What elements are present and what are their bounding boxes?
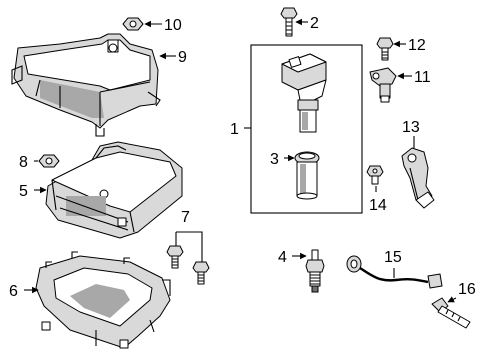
callout-3: 3 [270,151,279,168]
ignition-coil [281,53,327,133]
ecm-module-part-5 [45,141,183,239]
ignition-coil-group-box [250,44,363,214]
sensor-part-13 [401,147,435,209]
callout-10: 10 [164,17,182,34]
callout-12: 12 [408,37,426,54]
callout-9: 9 [178,49,187,66]
nut-part-8 [38,154,60,168]
callout-1: 1 [230,121,239,138]
tray-part-6 [35,251,171,349]
bolt-part-16 [431,297,471,329]
bolt-part-14 [366,165,384,185]
sensor-part-11 [369,67,397,103]
callout-6: 6 [9,283,18,300]
callout-13: 13 [402,119,420,136]
callout-14: 14 [369,197,387,214]
leader-7 [175,231,203,262]
callout-2: 2 [310,15,319,32]
bolt-part-2 [280,7,298,37]
callout-16: 16 [458,281,476,298]
nut-part-10 [122,17,144,31]
callout-8: 8 [19,154,28,171]
bracket-part-9 [11,33,161,137]
callout-11: 11 [414,69,431,86]
bolt-part-7a [166,245,184,269]
callout-15: 15 [384,249,402,266]
boot-part-3 [294,151,320,200]
bolt-part-7b [192,261,210,285]
callout-5: 5 [19,183,28,200]
spark-plug-part-4 [305,249,325,293]
leader-16 [447,296,457,303]
callout-7: 7 [181,209,190,226]
callout-4: 4 [278,249,287,266]
sensor-part-15 [346,255,443,289]
bolt-part-12 [376,37,394,61]
